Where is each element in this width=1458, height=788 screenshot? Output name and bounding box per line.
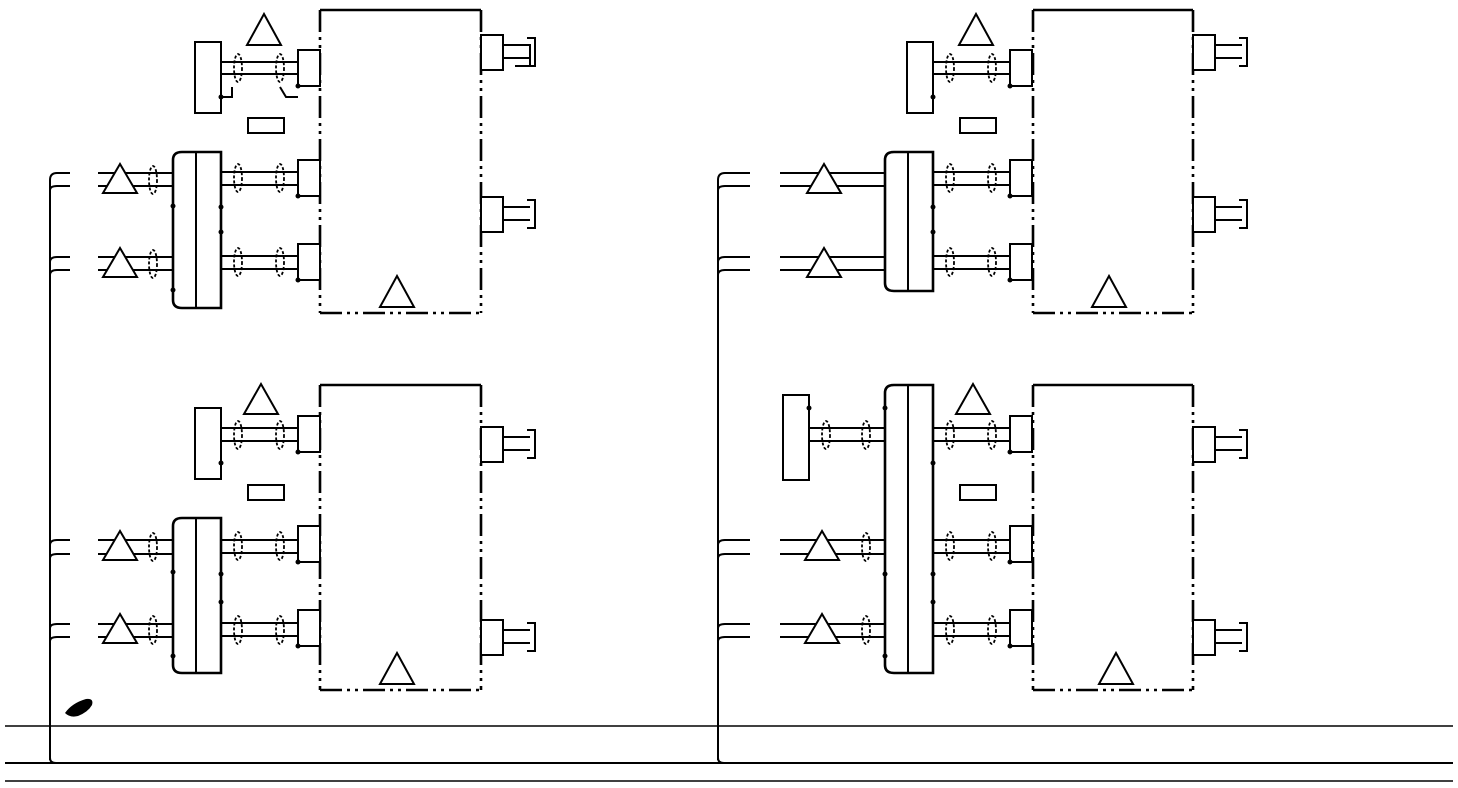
triangle-note-icon xyxy=(1090,273,1128,308)
triangle-note-icon xyxy=(1097,650,1135,685)
triangle-note-icon xyxy=(805,162,843,194)
triangle-note-icon xyxy=(242,381,280,415)
assembly-lower-right xyxy=(780,381,1248,692)
connector-icon xyxy=(480,34,536,71)
triangle-note-icon xyxy=(245,11,283,46)
triangle-note-icon xyxy=(803,612,841,644)
triangle-note-icon xyxy=(378,273,416,308)
triangle-note-icon xyxy=(805,246,843,278)
assembly-upper-left xyxy=(98,8,536,315)
triangle-note-icon xyxy=(101,612,139,644)
bus-lines xyxy=(5,725,1453,782)
connector-icon xyxy=(1192,619,1248,656)
left-feed xyxy=(49,172,70,764)
triangle-note-icon xyxy=(954,381,992,415)
triangle-note-icon xyxy=(101,529,139,561)
connector-icon xyxy=(480,426,536,463)
assembly-lower-left xyxy=(98,381,536,692)
assembly-upper-right xyxy=(780,8,1248,315)
connector-icon xyxy=(1192,196,1248,233)
connector-icon xyxy=(1192,34,1248,71)
triangle-note-icon xyxy=(378,650,416,685)
hand-pointer-icon xyxy=(65,698,93,717)
triangle-note-icon xyxy=(957,11,995,46)
connector-icon xyxy=(480,619,536,656)
right-feed xyxy=(717,172,750,764)
connector-icon xyxy=(1192,426,1248,463)
triangle-note-icon xyxy=(101,162,139,194)
triangle-note-icon xyxy=(803,529,841,561)
connector-icon xyxy=(480,196,536,233)
triangle-note-icon xyxy=(101,246,139,278)
